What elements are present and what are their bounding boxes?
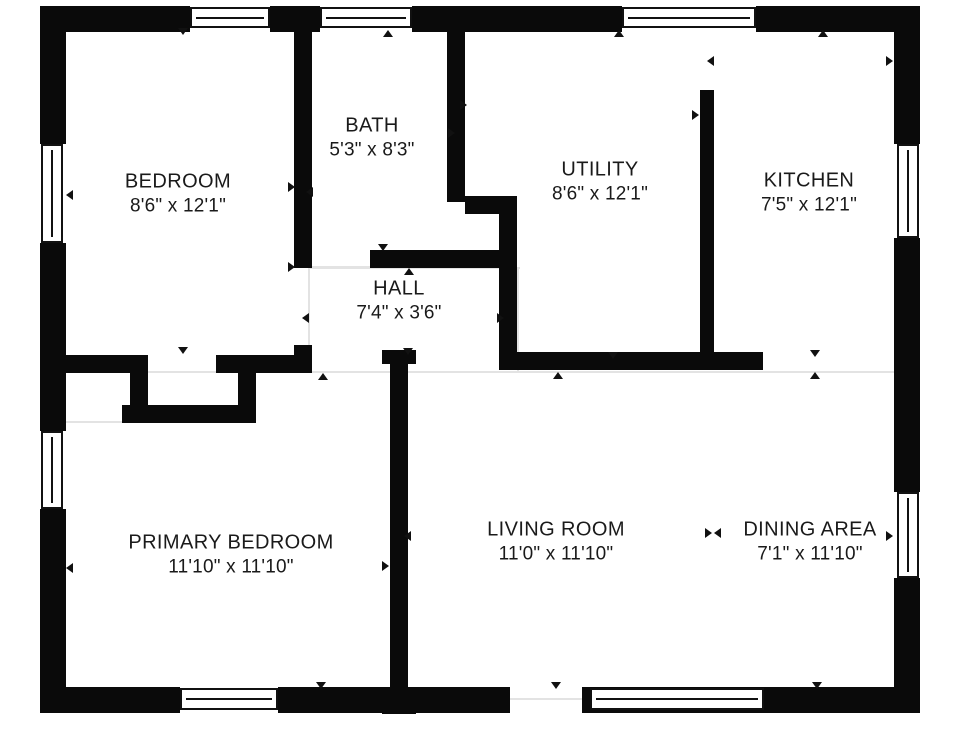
interior-bath-left	[294, 6, 312, 268]
interior-utility-bottom	[499, 352, 763, 370]
window-dining-right	[897, 492, 919, 578]
marker-pair-living-dining-icon	[705, 528, 721, 538]
marker-kitchen-divider-icon	[692, 110, 699, 120]
window-bath-top	[320, 7, 412, 28]
interior-bath-bottom	[370, 250, 517, 268]
room-name: PRIMARY BEDROOM	[128, 531, 334, 554]
room-dimensions: 8'6" x 12'1"	[551, 183, 649, 205]
marker-bedroom-top-window-icon	[178, 28, 188, 35]
room-dimensions: 11'0" x 11'10"	[498, 543, 614, 565]
interior-bath-right	[447, 6, 465, 202]
window-living-bottom	[590, 688, 764, 710]
window-kitchen-right	[897, 144, 919, 238]
room-name: DINING AREA	[743, 518, 877, 541]
marker-kitchen-east-icon	[886, 56, 893, 66]
interior-hall-stub-left	[294, 345, 312, 373]
marker-bath-west-icon	[306, 187, 313, 197]
marker-bath-east-b-icon	[448, 128, 455, 138]
room-name: HALL	[373, 277, 425, 300]
marker-utility-south-icon	[608, 352, 618, 359]
exterior-left-mid	[40, 243, 66, 431]
room-dimensions: 7'4" x 3'6"	[356, 302, 442, 324]
hairline-hall-top	[310, 267, 520, 269]
room-name: LIVING ROOM	[487, 518, 625, 541]
marker-utility-top-icon	[614, 30, 624, 37]
room-dimensions: 7'5" x 12'1"	[760, 194, 858, 216]
marker-hall-north-icon	[404, 268, 414, 275]
hairline-open-mid	[398, 371, 898, 373]
room-name: UTILITY	[561, 158, 639, 181]
marker-primary-bottom-icon	[316, 682, 326, 689]
room-dimensions: 7'1" x 11'10"	[757, 543, 863, 565]
marker-dining-east-icon	[886, 531, 893, 541]
room-name: KITCHEN	[763, 169, 855, 192]
interior-closet-top-a	[58, 355, 148, 373]
marker-bedroom-left-win-icon	[66, 190, 73, 200]
exterior-bottom-left	[40, 687, 180, 713]
marker-kitchen-top-icon	[818, 30, 828, 37]
marker-utility-west-icon	[707, 56, 714, 66]
hairline-bottom-gap	[500, 698, 584, 700]
exterior-right-upper	[894, 6, 920, 144]
marker-hall-west-icon	[302, 313, 309, 323]
hairline-bath-bottom	[310, 266, 372, 268]
marker-bath-door-icon	[378, 244, 388, 251]
room-name: BEDROOM	[124, 170, 232, 193]
window-kitchen-top	[622, 7, 756, 28]
marker-living-bottom-icon	[551, 682, 561, 689]
marker-living-west-b-icon	[382, 561, 389, 571]
marker-dining-bottom-icon	[812, 682, 822, 689]
marker-hall-east-icon	[497, 313, 504, 323]
hairline-hall-right	[517, 267, 519, 372]
marker-bath-top-window-icon	[383, 30, 393, 37]
marker-kitchen-south-icon	[810, 350, 820, 357]
marker-bath-east-a-icon	[460, 100, 467, 110]
marker-closet-a-icon	[178, 347, 188, 354]
exterior-right-mid	[894, 238, 920, 492]
marker-primary-west-icon	[66, 563, 73, 573]
marker-kitchen-south-up-icon	[810, 372, 820, 379]
exterior-bottom-right	[750, 687, 920, 713]
room-dimensions: 11'10" x 11'10"	[168, 556, 294, 578]
marker-utility-south-up-icon	[553, 372, 563, 379]
window-bedroom-top	[190, 7, 270, 28]
marker-closet-b-icon	[403, 348, 413, 355]
room-name: BATH	[345, 114, 399, 137]
marker-right-icon	[705, 528, 712, 538]
exterior-top-mid-b	[412, 6, 622, 32]
hairline-closet-bottom	[58, 421, 138, 423]
interior-living-cap-bot	[382, 700, 416, 714]
window-bedroom-left	[41, 144, 63, 243]
hairline-hall-left	[308, 267, 310, 372]
exterior-left-lower	[40, 509, 66, 713]
marker-hall-south-icon	[318, 373, 328, 380]
window-primary-left	[41, 431, 63, 509]
marker-living-west-icon	[404, 531, 411, 541]
interior-closet-bottom	[122, 405, 256, 423]
interior-utility-left	[499, 196, 517, 368]
window-primary-bottom	[180, 688, 278, 710]
interior-kitchen-divider	[700, 90, 714, 370]
exterior-left-upper	[40, 6, 66, 144]
exterior-top-right	[756, 6, 920, 32]
interior-living-divider	[390, 355, 408, 713]
marker-left-icon	[714, 528, 721, 538]
marker-bedroom-east-icon	[288, 182, 295, 192]
room-dimensions: 8'6" x 12'1"	[129, 195, 227, 217]
room-dimensions: 5'3" x 8'3"	[329, 139, 415, 161]
marker-bedroom-door-icon	[288, 262, 295, 272]
